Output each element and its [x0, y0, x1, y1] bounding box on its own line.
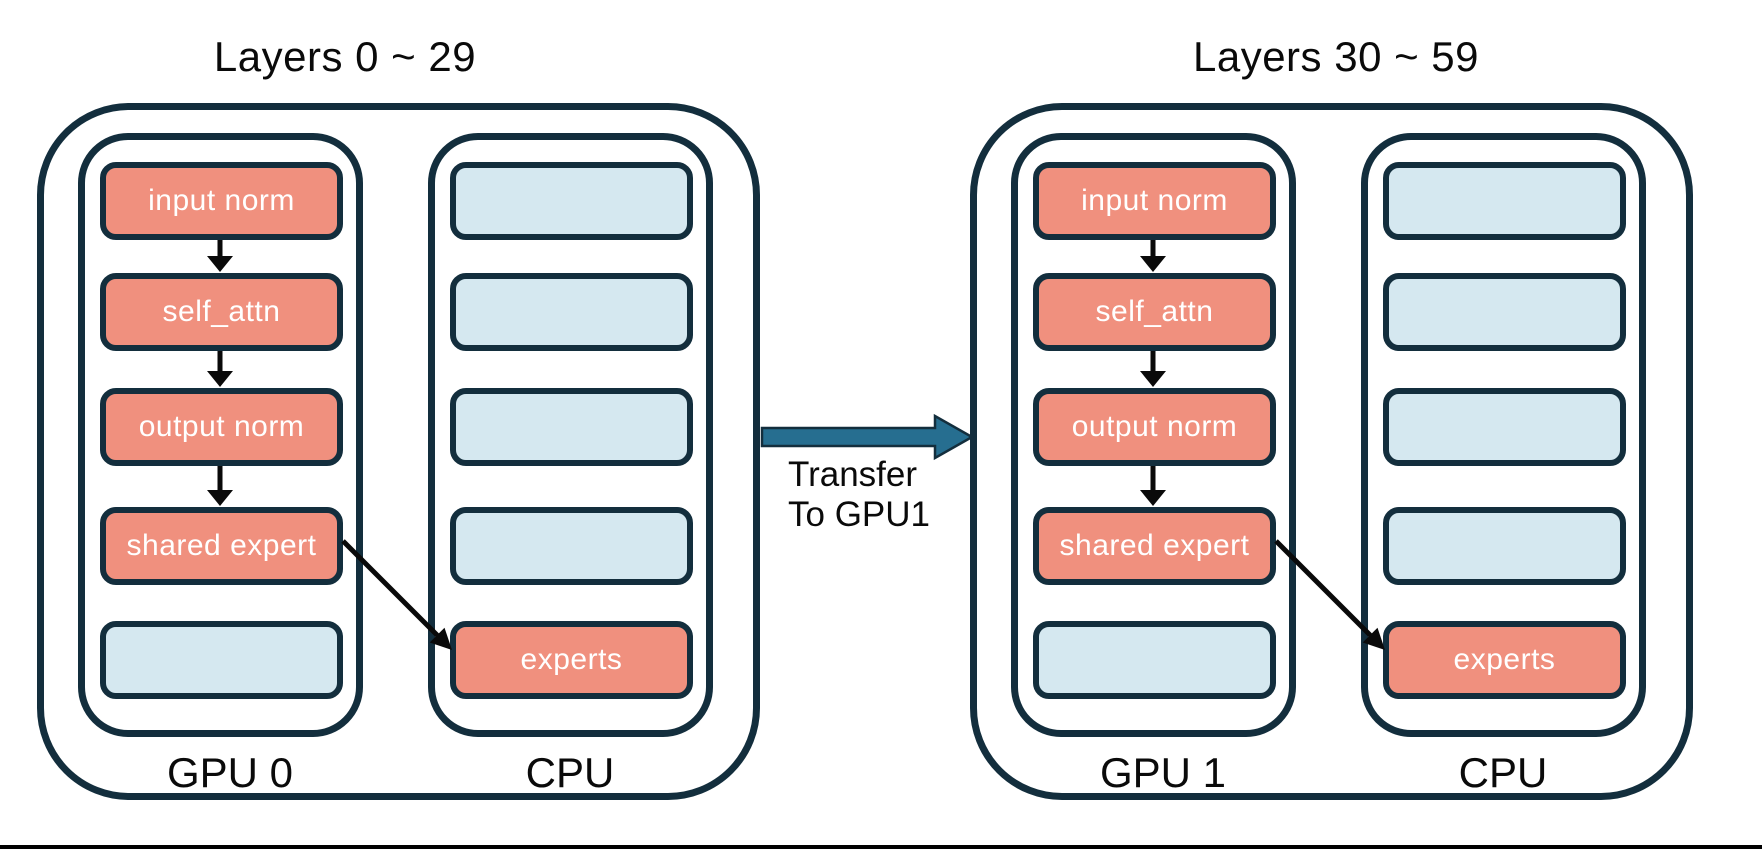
- empty-slot-box: [100, 621, 343, 699]
- layer-box-input-norm: input norm: [100, 162, 343, 240]
- empty-slot-box: [450, 273, 693, 351]
- transfer-label-line2: To GPU1: [788, 495, 930, 534]
- layer-box-output-norm: output norm: [1033, 388, 1276, 466]
- empty-slot-box: [1383, 273, 1626, 351]
- transfer-arrow: [760, 413, 975, 461]
- group-title-right: Layers 30 ~ 59: [1192, 33, 1480, 80]
- layer-box-shared-expert: shared expert: [100, 507, 343, 585]
- layer-box-self-attn: self_attn: [1033, 273, 1276, 351]
- transfer-label: Transfer To GPU1: [788, 455, 930, 535]
- transfer-label-line1: Transfer: [788, 455, 918, 494]
- layer-box-input-norm: input norm: [1033, 162, 1276, 240]
- layer-box-experts: experts: [1383, 621, 1626, 699]
- empty-slot-box: [450, 388, 693, 466]
- layer-group-left: input norm self_attn output norm shared …: [37, 0, 760, 850]
- cpu-label: CPU: [1458, 749, 1548, 796]
- empty-slot-box: [450, 507, 693, 585]
- gpu-label: GPU 1: [1099, 749, 1227, 796]
- cpu-label: CPU: [525, 749, 615, 796]
- layer-box-experts: experts: [450, 621, 693, 699]
- bottom-rule: [0, 845, 1762, 849]
- gpu-label: GPU 0: [166, 749, 294, 796]
- layer-group-right: input norm self_attn output norm shared …: [970, 0, 1693, 850]
- layer-box-shared-expert: shared expert: [1033, 507, 1276, 585]
- group-title-left: Layers 0 ~ 29: [213, 33, 477, 80]
- empty-slot-box: [1383, 388, 1626, 466]
- empty-slot-box: [1033, 621, 1276, 699]
- empty-slot-box: [1383, 507, 1626, 585]
- empty-slot-box: [1383, 162, 1626, 240]
- layer-box-output-norm: output norm: [100, 388, 343, 466]
- layer-box-self-attn: self_attn: [100, 273, 343, 351]
- empty-slot-box: [450, 162, 693, 240]
